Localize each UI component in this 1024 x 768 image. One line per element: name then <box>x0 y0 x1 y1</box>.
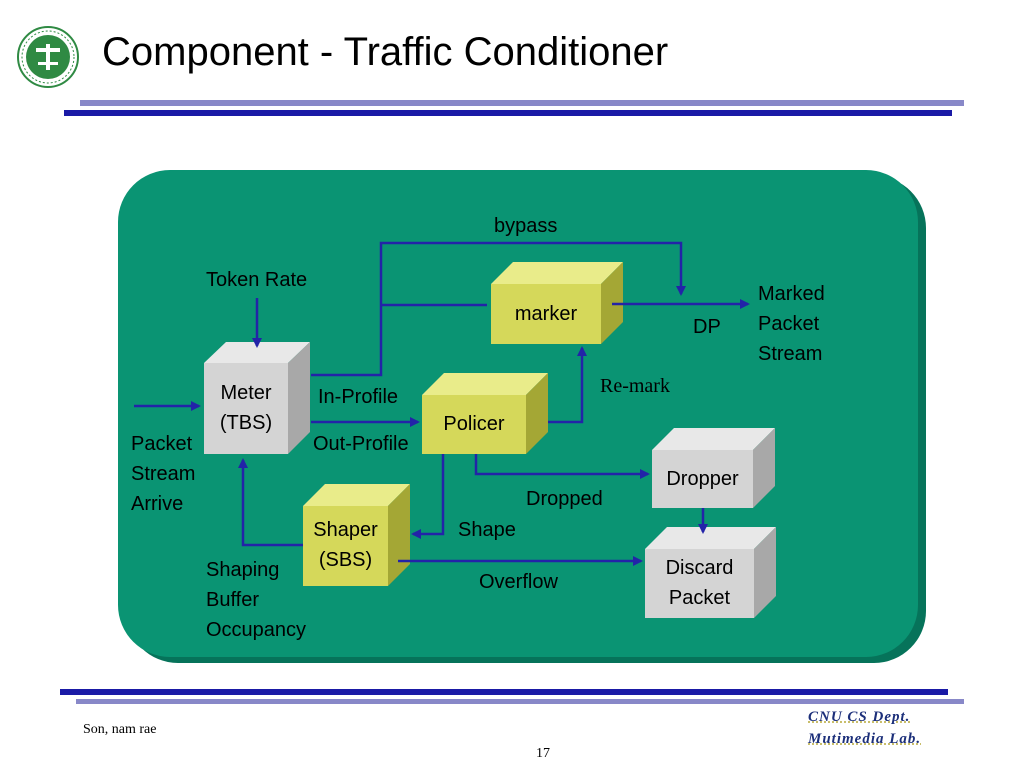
arrow-bypass <box>311 241 686 377</box>
meter-box <box>204 342 310 454</box>
dp-label: DP <box>693 316 721 338</box>
shaper-label: Shaper(SBS) <box>313 519 378 571</box>
meter-label: Meter(TBS) <box>219 382 273 434</box>
page-number: 17 <box>536 746 550 761</box>
shape-label: Shape <box>458 519 516 541</box>
author-text: Son, nam rae <box>83 722 157 737</box>
token-rate-label: Token Rate <box>206 269 308 291</box>
dropper-box <box>652 428 775 508</box>
remark-label: Re-mark <box>600 375 670 397</box>
marker-label: marker <box>514 303 578 325</box>
policer-box <box>422 373 548 454</box>
arrow-remark <box>548 346 587 424</box>
bypass-label: bypass <box>494 215 558 237</box>
arrow-occupancy <box>238 458 303 547</box>
header-rule-light <box>80 100 964 106</box>
university-seal-icon <box>16 22 80 92</box>
page-title: Component - Traffic Conditioner <box>102 30 669 74</box>
arrow-dropped <box>474 454 650 479</box>
header-rule-dark <box>64 110 952 116</box>
dept-logo-text: CNU CS Dept. Mutimedia Lab. <box>808 709 922 747</box>
discard-box <box>645 527 776 618</box>
arrow-shape <box>411 454 445 539</box>
footer-rule-dark <box>60 689 948 695</box>
out-profile-label: Out-Profile <box>313 433 409 455</box>
dropped-label: Dropped <box>526 488 603 510</box>
in-profile-label: In-Profile <box>318 386 399 408</box>
policer-label: Policer <box>443 413 505 435</box>
overflow-label: Overflow <box>479 571 558 593</box>
shaper-box <box>303 484 410 586</box>
footer-rule-light <box>76 699 964 704</box>
dropper-label: Dropper <box>666 468 739 490</box>
